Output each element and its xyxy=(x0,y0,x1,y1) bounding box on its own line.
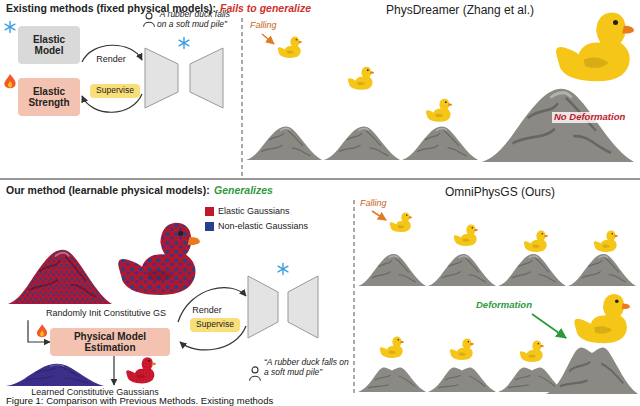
process-box: Physical Model Estimation xyxy=(50,328,170,356)
verdict-text: Generalizes xyxy=(214,184,273,196)
learned-gs-duck xyxy=(126,357,156,383)
arrow-label: Render xyxy=(90,54,132,64)
legend-item: Non-elastic Gaussians xyxy=(205,221,308,231)
legend-swatch xyxy=(205,207,214,216)
connector-arrow xyxy=(28,320,50,342)
method-title: OmniPhysGS (Ours) xyxy=(400,186,600,200)
node-text: Supervise xyxy=(94,86,136,96)
model-box: Elastic Model xyxy=(18,26,80,64)
section-heading: Our method (learnable physical models): xyxy=(6,184,210,196)
legend-item: Elastic Gaussians xyxy=(205,206,290,216)
node-text: Randomly Init Constitutive GS xyxy=(14,308,198,318)
prompt-text: “A rubber duck falls on a soft mud pile” xyxy=(264,358,350,378)
render-arrow xyxy=(178,288,246,322)
learnable-icon xyxy=(37,324,47,337)
supervise-box: Supervise xyxy=(190,318,240,332)
node-text: Elastic Model xyxy=(22,34,76,57)
video-diffusion-icon xyxy=(145,48,223,108)
falling-arrow xyxy=(372,211,386,220)
motion-label: Falling xyxy=(250,20,277,30)
result-label: No Deformation xyxy=(552,112,627,123)
deformation-arrow xyxy=(532,314,566,338)
frozen-icon xyxy=(179,37,189,48)
omniphysgs-frames xyxy=(358,212,638,394)
frozen-icon xyxy=(278,263,288,274)
legend-text: Non-elastic Gaussians xyxy=(218,221,308,231)
user-icon xyxy=(144,13,155,27)
random-gs-duck xyxy=(118,223,200,295)
video-diffusion-icon xyxy=(248,276,318,338)
divider xyxy=(242,18,243,176)
connector-arrow xyxy=(113,356,114,385)
verdict-text: Fails to generalize xyxy=(220,2,311,14)
learnable-icon xyxy=(4,74,15,88)
frozen-icon xyxy=(5,21,15,32)
arrow-label: Render xyxy=(186,305,228,315)
falling-arrow xyxy=(262,34,274,44)
section-divider xyxy=(0,179,640,180)
learned-gs-pile xyxy=(6,364,104,386)
node-text: Supervise xyxy=(194,320,236,330)
node-text: Physical Model Estimation xyxy=(54,331,166,354)
method-title: PhysDreamer (Zhang et al.) xyxy=(360,4,560,18)
divider xyxy=(354,200,355,394)
result-label: Deformation xyxy=(474,300,534,311)
legend-text: Elastic Gaussians xyxy=(218,206,290,216)
parameter-box: Elastic Strength xyxy=(18,78,80,116)
legend-swatch xyxy=(205,222,214,231)
figure-caption: Figure 1: Comparison with Previous Metho… xyxy=(6,396,273,406)
image-caption: Randomly Init Constitutive GS xyxy=(10,306,202,320)
node-text: Elastic Strength xyxy=(22,86,76,109)
user-icon xyxy=(250,367,261,381)
motion-label: Falling xyxy=(360,198,387,208)
prompt-text: “A rubber duck falls on a soft mud pile” xyxy=(157,10,239,30)
random-gs-pile xyxy=(8,250,112,304)
supervise-box: Supervise xyxy=(90,84,140,98)
physdreamer-frames xyxy=(246,12,634,162)
